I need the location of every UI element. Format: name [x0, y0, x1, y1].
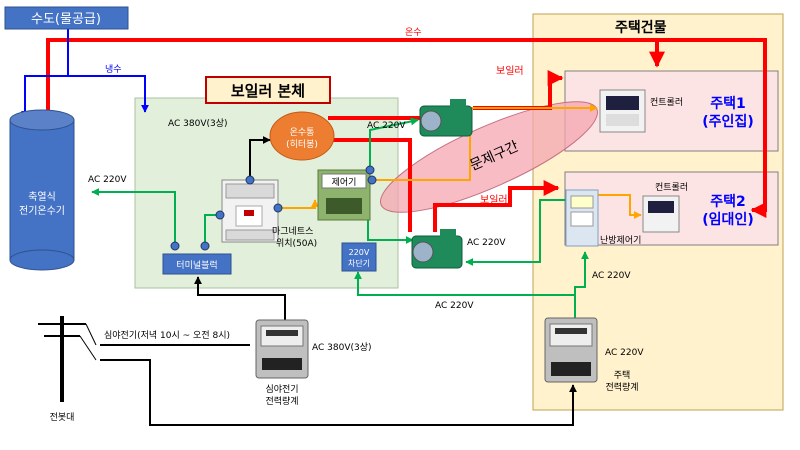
heating-controller-device [565, 189, 599, 247]
pole-label: 전봇대 [50, 412, 75, 423]
magnetic-switch-line1: 마그네트스 [272, 226, 313, 237]
terminal-block-label: 터미널블럭 [176, 259, 217, 271]
utility-pole [38, 316, 97, 402]
heater-tank-line2: (히터봉) [286, 139, 318, 150]
hot-water-label: 온수 [405, 27, 422, 38]
house2-name-line1: 주택2 [710, 193, 746, 210]
pump-upper [419, 99, 473, 137]
terminal-block-box [162, 253, 232, 275]
house1-name-line2: (주인집) [702, 113, 753, 130]
water-supply-label: 수도(물공급) [31, 12, 101, 27]
connection-nodes [170, 165, 377, 251]
house2-controller-panel [642, 195, 680, 233]
house1-controller-panel [599, 89, 646, 133]
controller-label: 제어기 [332, 177, 357, 188]
power-lines [100, 136, 577, 426]
breaker-line2: 차단기 [348, 258, 370, 268]
heating-controller-label: 난방제어기 [600, 235, 641, 246]
water-supply-box [4, 6, 129, 30]
breaker-box [341, 242, 377, 272]
ac380-top-label: AC 380V(3상) [168, 118, 228, 129]
ac220-house-meter-label: AC 220V [605, 348, 644, 358]
storage-heater-line2: 전기온수기 [19, 205, 65, 217]
boiler-label-1: 보일러 [496, 65, 524, 77]
ac220-lines [91, 117, 589, 318]
night-meter-line1: 심야전기 [265, 384, 298, 395]
magnetic-switch-line2: 위치(50A) [276, 237, 317, 249]
ac220-pump-top-label: AC 220V [367, 121, 406, 131]
ac220-bottom-label: AC 220V [435, 301, 474, 311]
night-power-meter [255, 319, 309, 379]
house2-controller-label: 컨트롤러 [655, 182, 688, 193]
pump-lower [411, 229, 463, 269]
house1-name-line1: 주택1 [710, 95, 746, 112]
cold-water-lines [21, 26, 149, 119]
ac220-left-label: AC 220V [88, 175, 127, 185]
breaker-line1: 220V [349, 248, 370, 257]
boiler-label-2: 보일러 [480, 194, 508, 206]
house-meter-line1: 주택 [614, 370, 631, 381]
heater-tank-line1: 온수통 [290, 127, 315, 138]
ac380-meter-label: AC 380V(3상) [312, 342, 372, 353]
house-power-meter [544, 317, 598, 383]
boiler-body-title-box [205, 76, 331, 104]
boiler-body-title: 보일러 본체 [231, 82, 305, 100]
heater-tank [269, 111, 335, 161]
night-power-label: 심야전기(저녁 10시 ~ 오전 8시) [104, 330, 230, 341]
house1-controller-label: 컨트롤러 [650, 97, 683, 108]
ac220-mid-label: AC 220V [592, 271, 631, 281]
cold-water-label: 냉수 [105, 64, 122, 75]
ac220-pump-bottom-label: AC 220V [467, 238, 506, 248]
magnetic-switch [221, 179, 279, 243]
control-lines [278, 104, 642, 219]
house-meter-line2: 전력량계 [605, 381, 638, 393]
house-building-title: 주택건물 [615, 19, 667, 36]
house2-name-line2: (임대인) [702, 211, 753, 228]
storage-heater-line1: 축열식 [28, 191, 56, 203]
storage-heater [9, 109, 75, 271]
night-meter-line2: 전력량계 [265, 395, 298, 407]
